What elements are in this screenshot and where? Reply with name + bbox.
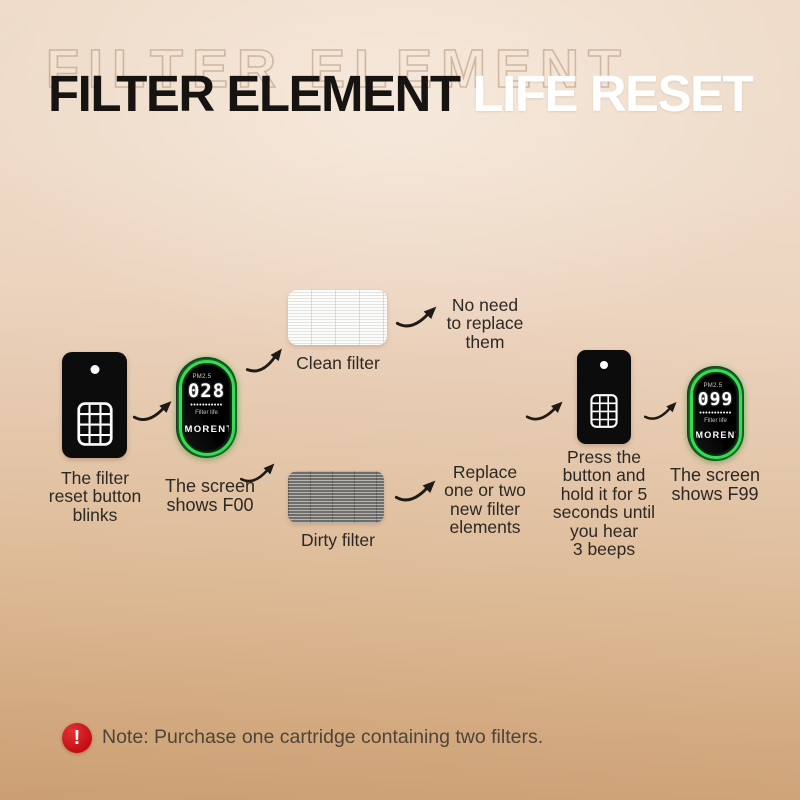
dirty-filter-label: Dirty filter [301,530,375,550]
arrow-dirty-result-icon [394,480,436,502]
title-primary: FILTER ELEMENT [48,65,461,122]
pm-label: PM2.5 [703,383,723,389]
screen-f00-caption: The screen shows F00 [164,476,256,515]
indicator-dot [90,365,99,374]
reset-button-caption: The filter reset button blinks [48,468,142,525]
arrow-to-final-display-icon [643,401,677,420]
clean-filter-result: No need to replace them [446,295,524,352]
filter-life-label: Filter life [195,410,218,416]
pm-label: PM2.5 [192,374,212,380]
dirty-filter-result: Replace one or two new filter elements [444,462,526,538]
clean-filter-image [288,290,387,345]
filter-reset-button-icon [590,394,618,428]
screen-f99-caption: The screen shows F99 [669,465,761,504]
morento-display-f00: PM2.5 028 ••••••••••• Filter life MORENT… [176,357,237,458]
arrow-to-dirty-filter-icon [239,463,275,483]
arrow-to-clean-filter-icon [245,348,282,373]
display-value: 028 [187,380,226,402]
display-value: 099 [697,389,734,410]
filter-life-label: Filter life [704,418,727,424]
green-ring [178,359,235,456]
title-secondary: LIFE RESET [472,65,754,122]
display-screen: PM2.5 028 ••••••••••• Filter life MORENT… [184,365,229,450]
display-screen: PM2.5 099 ••••••••••• Filter life MORENT… [695,374,736,453]
arrow-to-display-icon [132,401,172,421]
clean-filter-label: Clean filter [296,353,380,373]
arrow-clean-result-icon [395,306,437,328]
note-text: Note: Purchase one cartridge containing … [102,726,544,748]
green-ring [689,368,742,459]
indicator-dot [600,361,608,369]
morento-display-f99: PM2.5 099 ••••••••••• Filter life MORENT… [687,366,744,461]
arrow-to-press-device-icon [525,401,563,421]
brand-logo: MORENTO [184,424,229,435]
filter-life-progress-dots: ••••••••••• [190,402,223,409]
ghost-title: FILTER ELEMENT [45,39,630,99]
brand-logo: MORENTO [695,430,736,440]
exclamation-icon: ! [62,723,92,753]
press-button-caption: Press the button and hold it for 5 secon… [552,447,656,559]
filter-reset-device [62,352,127,458]
filter-life-progress-dots: ••••••••••• [699,410,732,417]
dirty-filter-image [288,471,384,523]
filter-reset-button-icon [76,402,113,446]
press-hold-device [577,350,631,444]
